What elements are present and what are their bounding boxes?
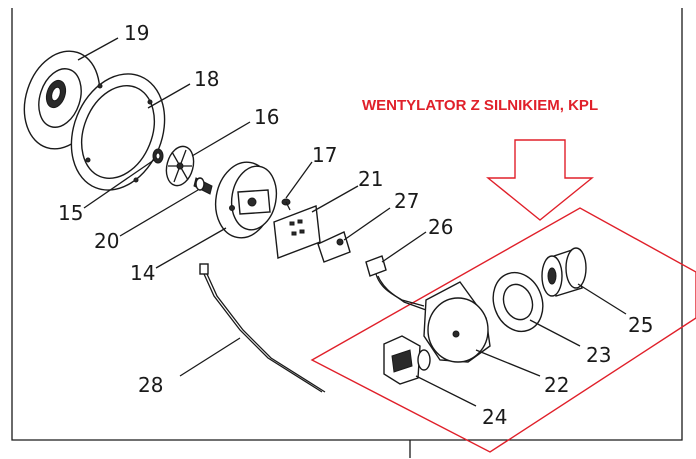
- fan-housing-part-22: [423, 281, 491, 363]
- label-23: 23: [586, 343, 611, 367]
- part-labels: 19 18 16 17 21 27 26 15 20 14 28 24 22 2…: [58, 21, 653, 429]
- plate-part-21: [273, 205, 321, 259]
- down-arrow: [486, 139, 594, 221]
- label-25: 25: [628, 313, 653, 337]
- fan-assembly-highlight: [310, 207, 696, 453]
- sensor-part-26: [365, 255, 427, 311]
- label-14: 14: [130, 261, 155, 285]
- screw-part-17: [281, 198, 291, 211]
- label-16: 16: [254, 105, 279, 129]
- cable-part-28: [199, 263, 326, 393]
- label-18: 18: [194, 67, 219, 91]
- label-17: 17: [312, 143, 337, 167]
- impeller-part-16: [165, 145, 195, 187]
- bracket-part-27: [317, 231, 351, 263]
- label-22: 22: [544, 373, 569, 397]
- coupling-part-20: [193, 177, 213, 195]
- motor-part-24: [383, 335, 431, 385]
- label-27: 27: [394, 189, 419, 213]
- ring-part-23: [492, 271, 544, 333]
- label-28: 28: [138, 373, 163, 397]
- assembly-title: WENTYLATOR Z SILNIKIEM, KPL: [362, 97, 598, 114]
- label-15: 15: [58, 201, 83, 225]
- diagram-frame: [11, 8, 683, 441]
- leader-lines: [77, 37, 627, 407]
- label-24: 24: [482, 405, 507, 429]
- housing-part-14: [214, 161, 278, 239]
- gasket-part-18: [70, 73, 166, 191]
- nut-part-15: [152, 148, 164, 164]
- label-26: 26: [428, 215, 453, 239]
- fan-wheel-part-25: [541, 247, 587, 297]
- label-20: 20: [94, 229, 119, 253]
- label-19: 19: [124, 21, 149, 45]
- label-21: 21: [358, 167, 383, 191]
